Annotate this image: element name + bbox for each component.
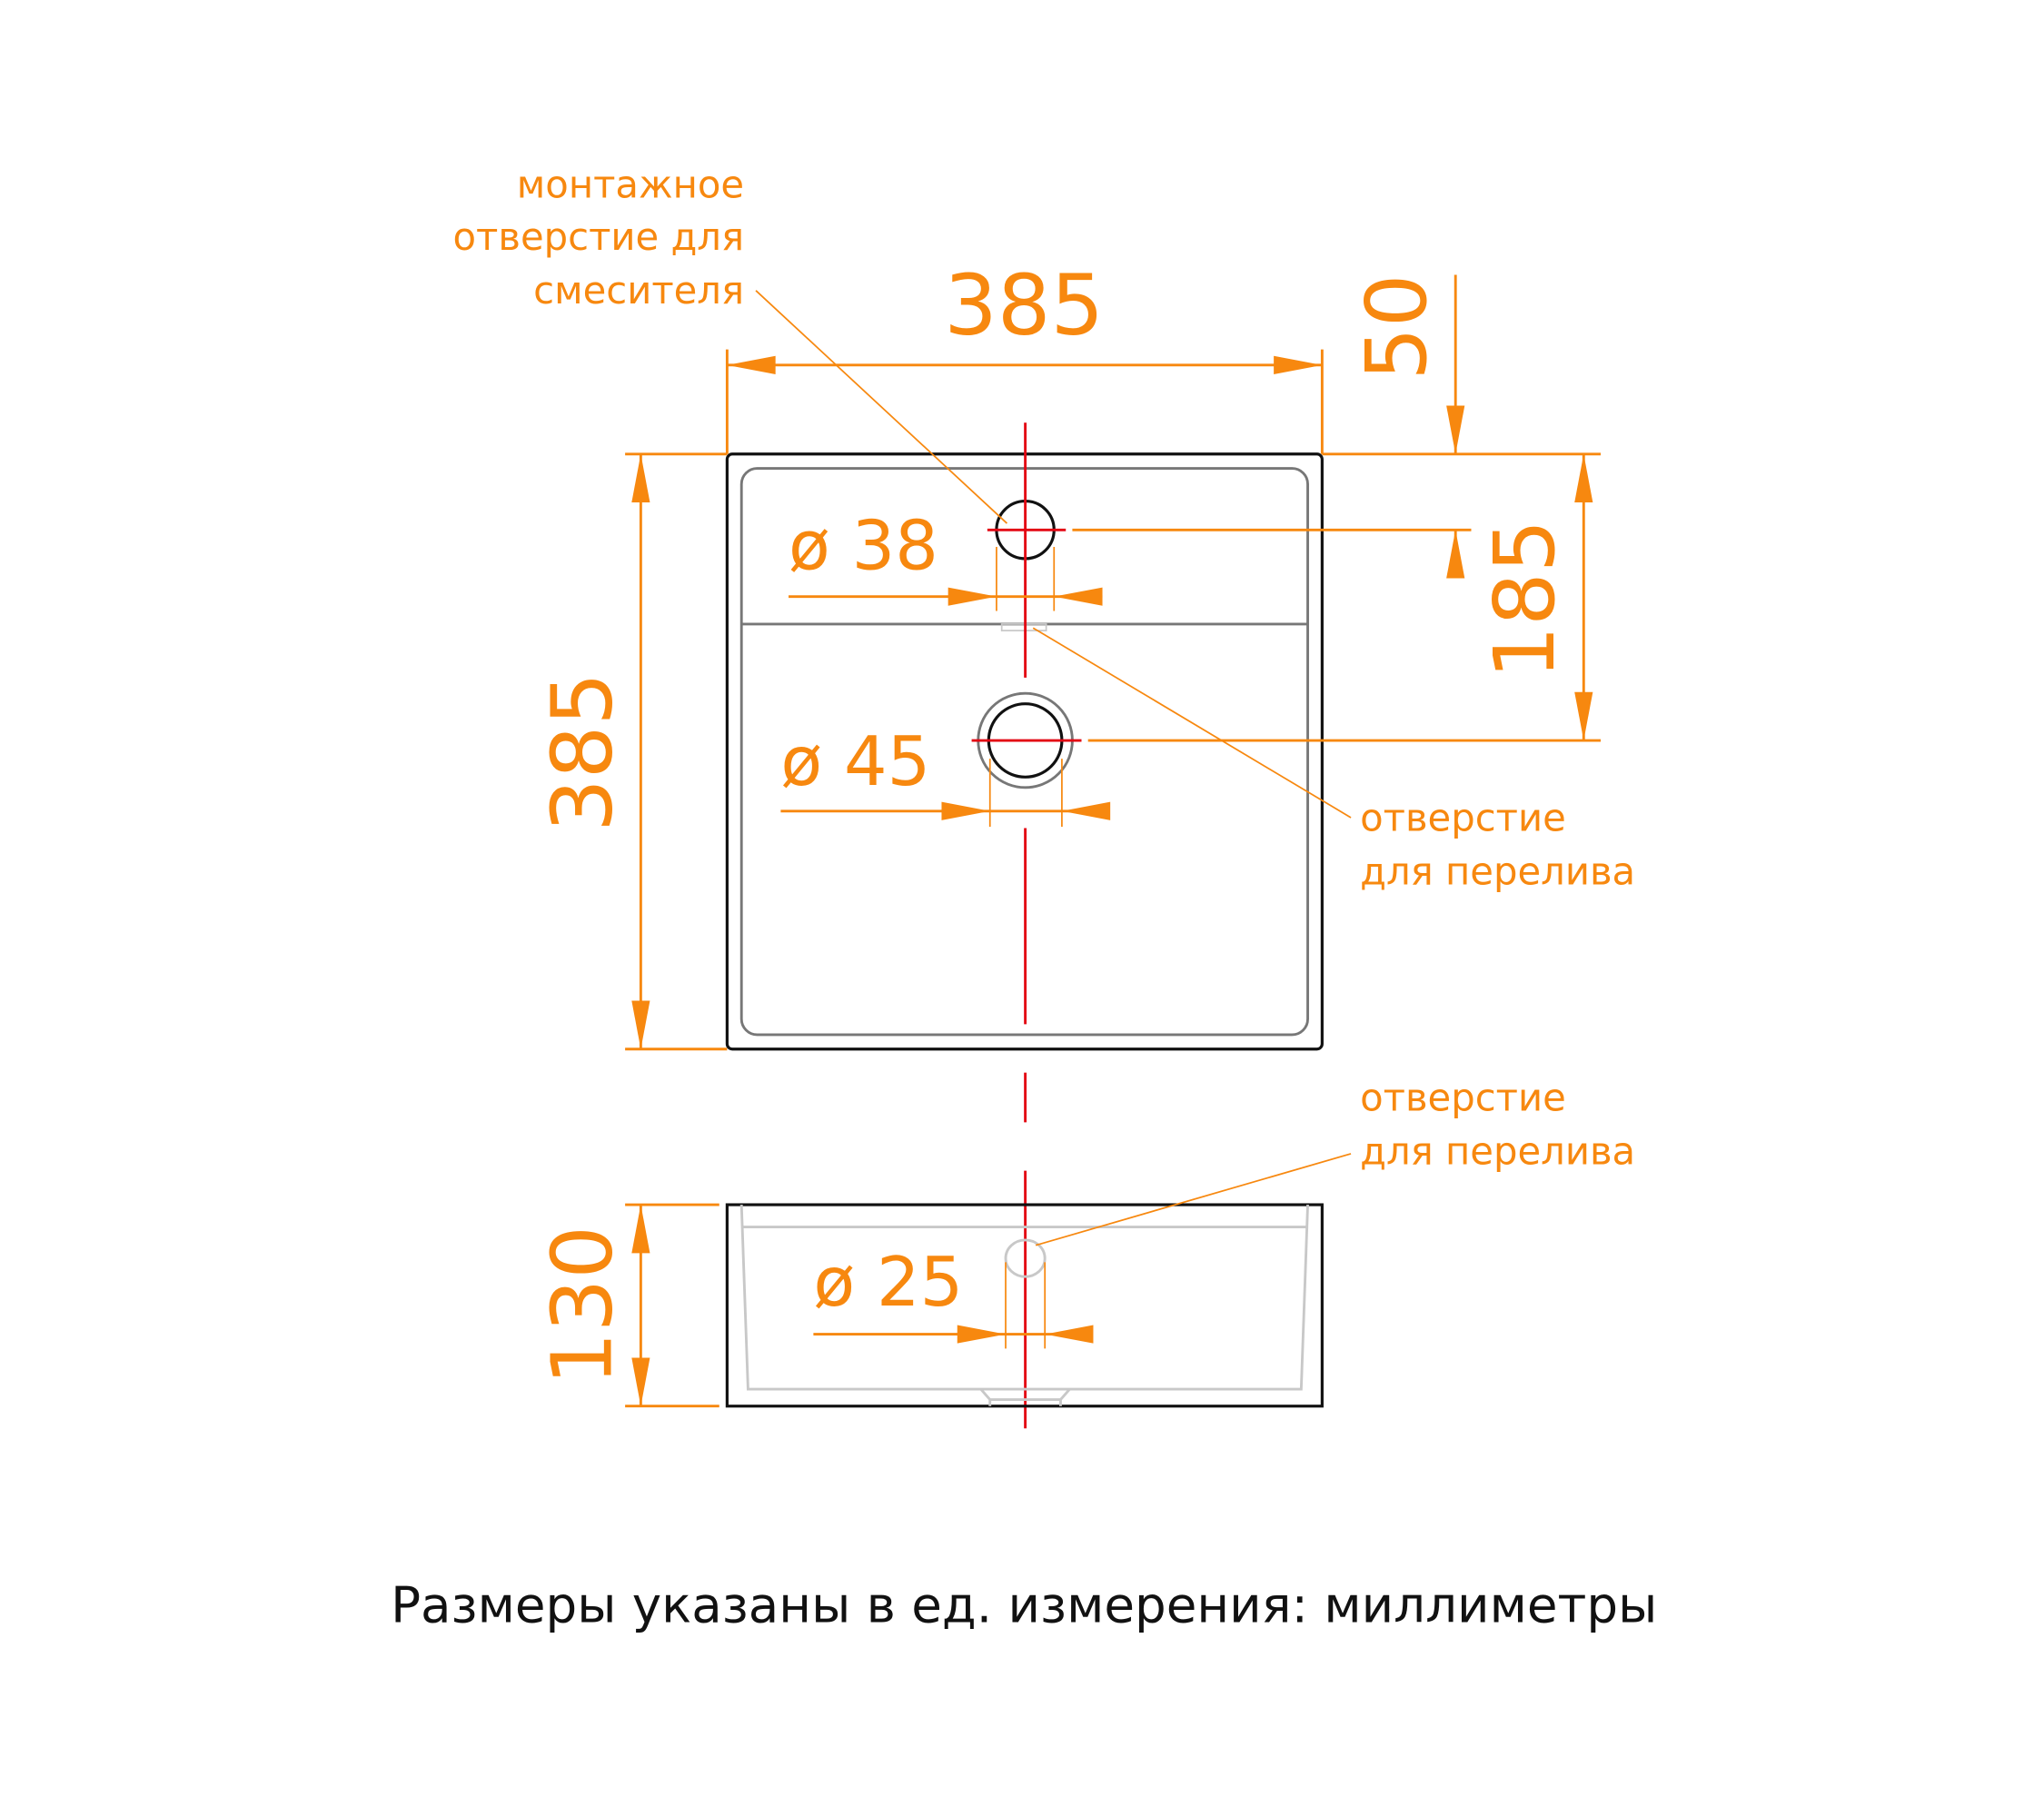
dimension-drain-diameter-value: ø 45	[780, 722, 930, 801]
dimension-left-depth-value: 385	[532, 672, 630, 832]
svg-text:для перелива: для перелива	[1360, 849, 1635, 893]
overflow-hole-side	[1004, 1238, 1047, 1278]
dimension-drain-diameter: ø 45	[780, 722, 1111, 828]
svg-text:отверстие: отверстие	[1360, 1075, 1566, 1119]
svg-text:смесителя: смесителя	[533, 268, 744, 313]
dimension-side-height-value: 130	[532, 1226, 630, 1385]
svg-text:для перелива: для перелива	[1360, 1128, 1635, 1173]
svg-text:отверстие: отверстие	[1360, 795, 1566, 839]
dimension-top-width: 385	[725, 255, 1324, 454]
dimension-faucet-diameter: ø 38	[789, 506, 1103, 611]
dimension-drain-offset-value: 185	[1475, 520, 1573, 680]
dimension-left-depth: 385	[532, 452, 728, 1051]
label-overflow-top: отверстие для перелива	[1032, 627, 1635, 893]
dimension-faucet-diameter-value: ø 38	[789, 506, 938, 585]
dimension-overflow-diameter: ø 25	[813, 1243, 1094, 1349]
dimension-side-height: 130	[532, 1203, 719, 1408]
label-overflow-side: отверстие для перелива	[1035, 1075, 1635, 1246]
centerline	[971, 422, 1082, 1429]
label-faucet-hole: монтажное отверстие для смесителя	[453, 163, 1008, 524]
dimension-drain-offset: 185	[1087, 453, 1601, 742]
svg-text:монтажное: монтажное	[517, 163, 744, 207]
dimension-overflow-diameter-value: ø 25	[813, 1243, 963, 1322]
dimension-top-width-value: 385	[944, 255, 1104, 353]
units-note: Размеры указаны в ед. измерения: миллиме…	[391, 1575, 1657, 1633]
side-view	[725, 1203, 1324, 1408]
sink-outline-side	[725, 1203, 1324, 1408]
dimension-faucet-offset: 50	[1072, 274, 1601, 579]
dimension-faucet-offset-value: 50	[1347, 274, 1445, 381]
svg-text:отверстие для: отверстие для	[453, 214, 745, 259]
